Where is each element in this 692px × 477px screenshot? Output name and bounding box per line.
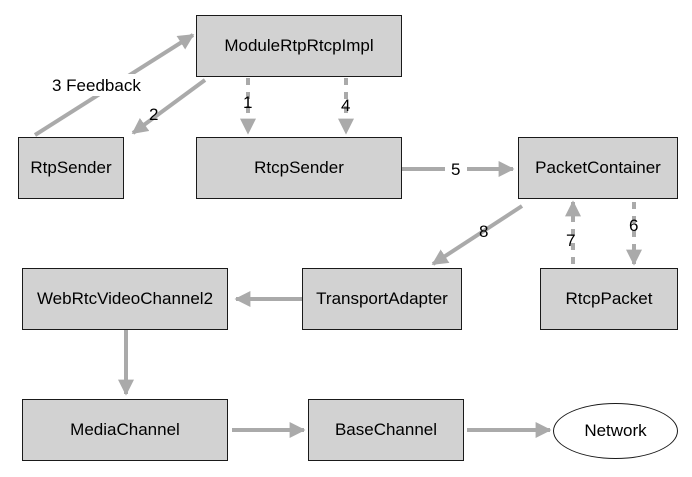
node-network: Network: [553, 403, 678, 459]
node-label: MediaChannel: [70, 420, 180, 439]
label-5: 5: [451, 160, 460, 179]
label-7: 7: [566, 231, 575, 250]
node-module-rtp-rtcp-impl: ModuleRtpRtcpImpl: [196, 15, 402, 77]
edge-2: [131, 78, 207, 135]
label-8: 8: [479, 222, 488, 241]
node-transport-adapter: TransportAdapter: [302, 268, 462, 330]
node-label: PacketContainer: [535, 158, 661, 177]
label-feedback: 3 Feedback: [52, 76, 141, 95]
node-rtp-sender: RtpSender: [18, 137, 124, 199]
node-rtcp-packet: RtcpPacket: [540, 268, 678, 330]
label-2: 2: [149, 105, 158, 124]
node-label: RtcpPacket: [565, 289, 653, 308]
node-packet-container: PacketContainer: [518, 137, 678, 199]
node-webrtc-video-channel2: WebRtcVideoChannel2: [22, 268, 228, 330]
label-6: 6: [629, 216, 638, 235]
node-label: BaseChannel: [334, 420, 438, 439]
node-label: ModuleRtpRtcpImpl: [224, 36, 374, 55]
node-rtcp-sender: RtcpSender: [196, 137, 402, 199]
node-label: RtpSender: [30, 158, 112, 177]
node-media-channel: MediaChannel: [22, 399, 228, 461]
edge-8: [431, 204, 524, 266]
label-4: 4: [341, 96, 350, 115]
node-label: RtcpSender: [254, 158, 344, 177]
node-base-channel: BaseChannel: [308, 399, 464, 461]
node-label: Network: [584, 421, 647, 440]
label-1: 1: [243, 93, 252, 112]
node-label: TransportAdapter: [316, 289, 448, 308]
node-label: WebRtcVideoChannel2: [36, 289, 214, 308]
